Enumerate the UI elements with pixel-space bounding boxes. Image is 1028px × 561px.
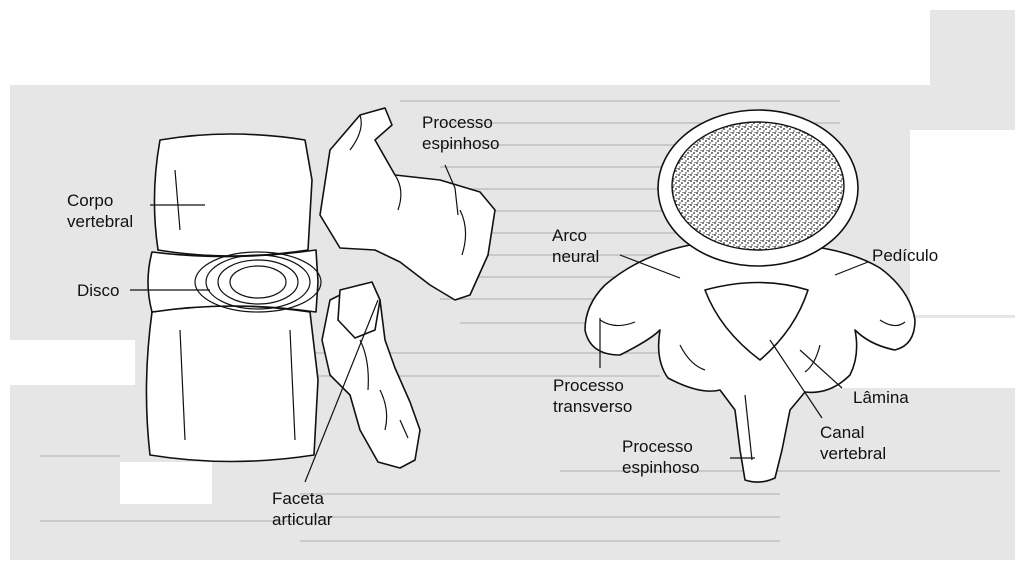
label-corpo-vertebral: Corpo vertebral bbox=[67, 190, 133, 232]
upper-vertebral-body bbox=[154, 134, 312, 256]
label-processo-espinhoso-lateral: Processo espinhoso bbox=[422, 112, 500, 154]
label-disco: Disco bbox=[77, 280, 120, 301]
lateral-view-vertebrae bbox=[146, 108, 495, 468]
label-processo-espinhoso-superior: Processo espinhoso bbox=[622, 436, 700, 478]
label-canal-vertebral: Canal vertebral bbox=[820, 422, 886, 464]
cancellous-bone bbox=[672, 122, 844, 250]
label-pediculo: Pedículo bbox=[872, 245, 938, 266]
label-processo-transverso: Processo transverso bbox=[553, 375, 632, 417]
label-faceta-articular: Faceta articular bbox=[272, 488, 332, 530]
label-arco-neural: Arco neural bbox=[552, 225, 599, 267]
label-lamina: Lâmina bbox=[853, 387, 909, 408]
